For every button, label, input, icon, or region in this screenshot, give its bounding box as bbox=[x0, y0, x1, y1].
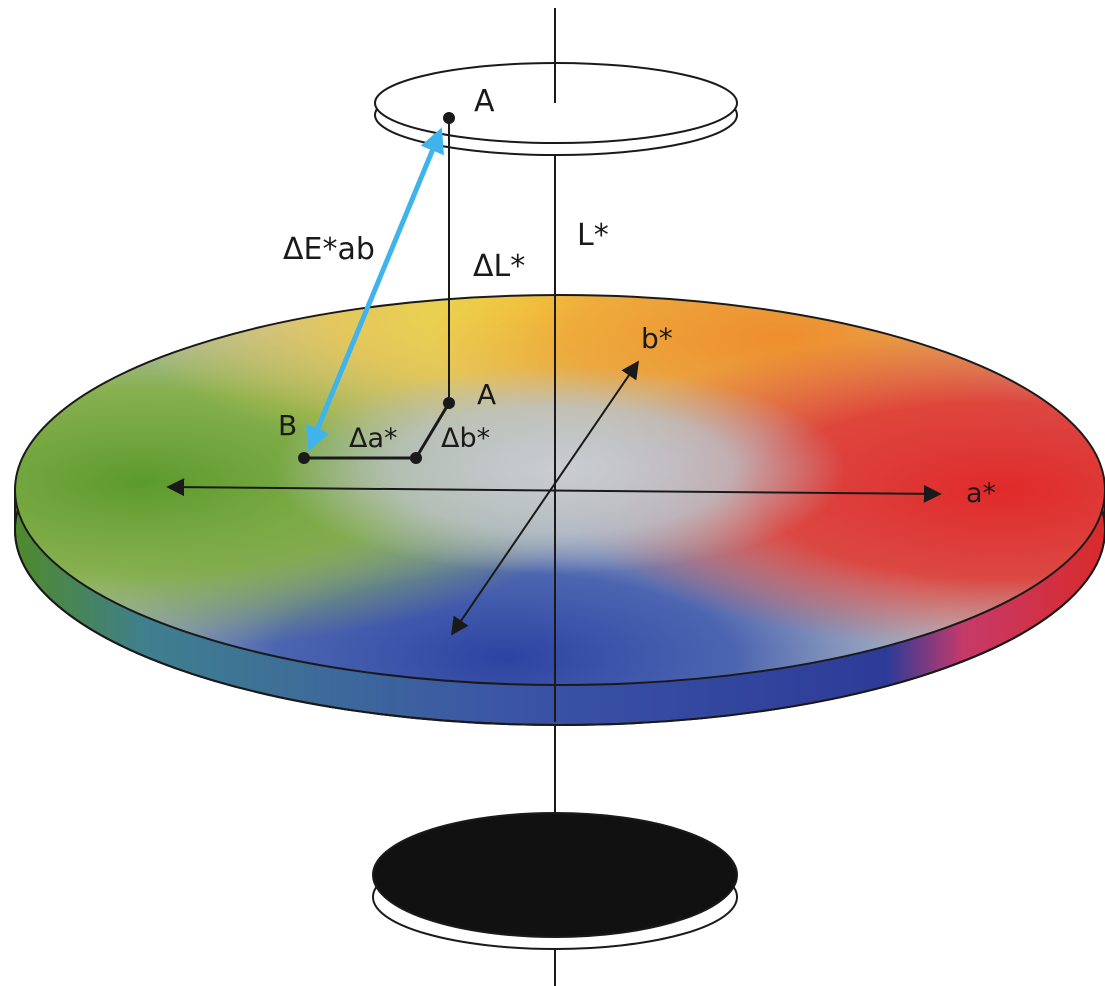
point-a-plane bbox=[443, 397, 455, 409]
label-delta-b: Δb* bbox=[441, 423, 490, 454]
label-b-point: B bbox=[278, 409, 297, 442]
delta-e-arrow bbox=[306, 127, 444, 452]
point-b bbox=[298, 452, 310, 464]
b-axis-arrow bbox=[450, 360, 640, 636]
label-a-axis: a* bbox=[966, 478, 996, 509]
label-delta-e-ab: ΔE*ab bbox=[283, 232, 375, 267]
label-b-axis: b* bbox=[641, 322, 673, 355]
label-l-axis: L* bbox=[577, 218, 609, 253]
black-disk bbox=[372, 812, 738, 950]
label-a-plane: A bbox=[477, 378, 496, 411]
color-plane-top bbox=[14, 294, 1105, 686]
label-delta-l: ΔL* bbox=[473, 249, 525, 284]
color-plane bbox=[14, 294, 1105, 726]
point-a-top bbox=[443, 112, 455, 124]
label-delta-a: Δa* bbox=[349, 423, 398, 454]
label-a-top: A bbox=[474, 84, 495, 119]
point-corner bbox=[410, 452, 422, 464]
